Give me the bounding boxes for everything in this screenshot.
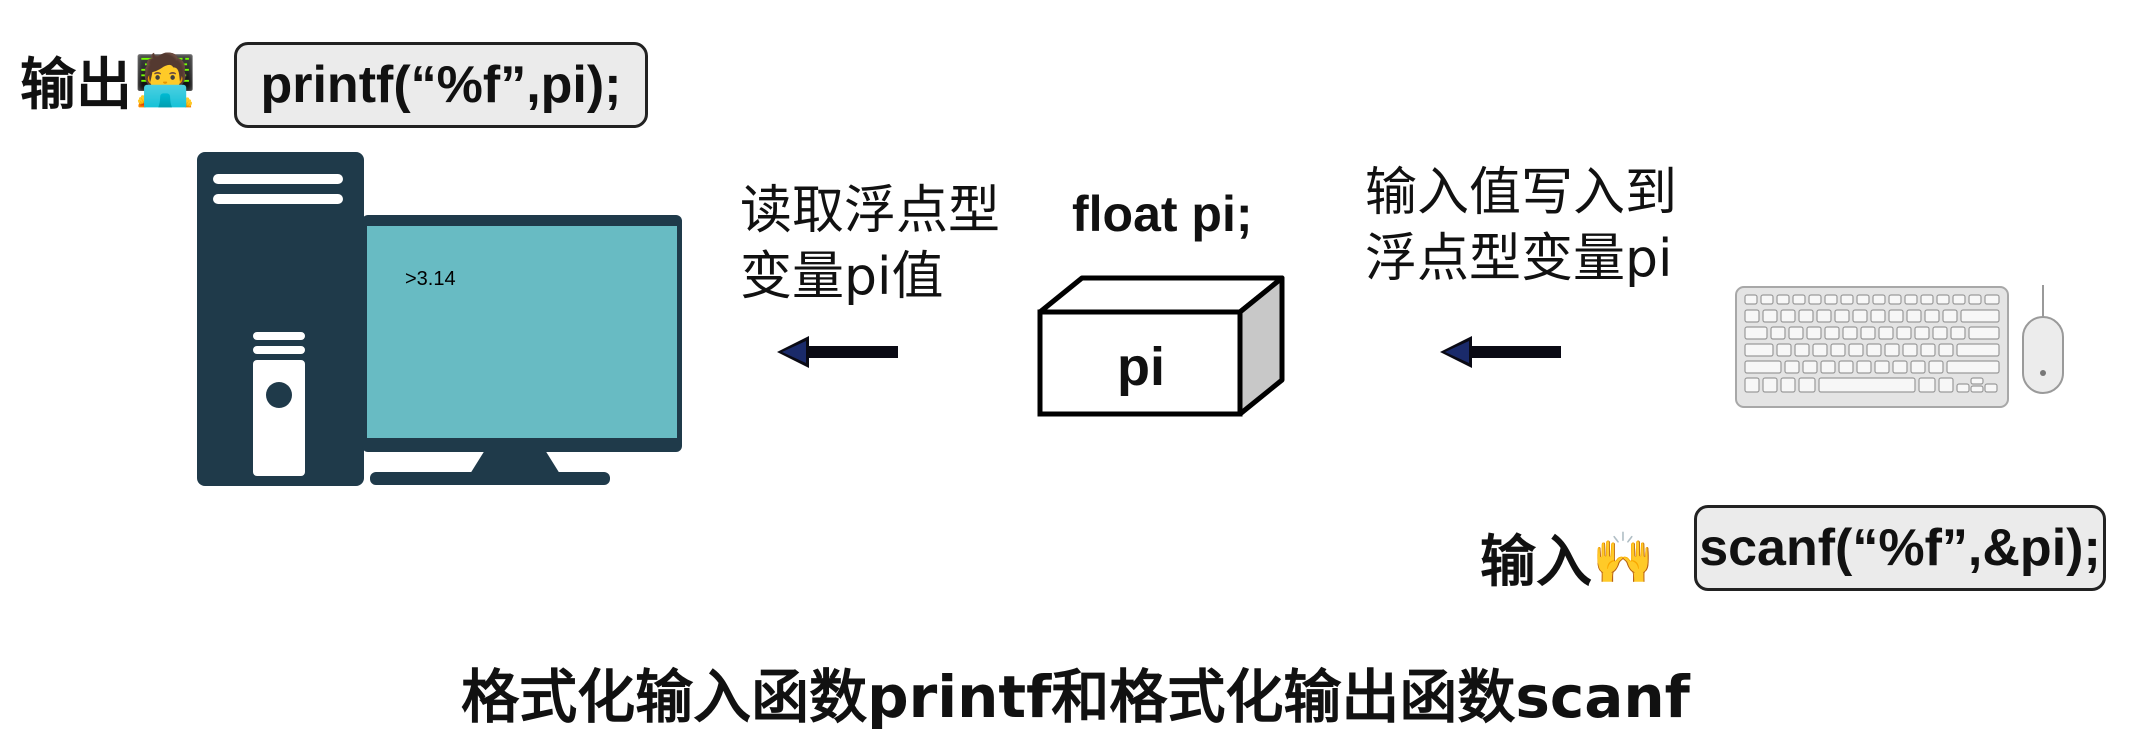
box-label: pi [1117, 337, 1165, 397]
write-note: 输入值写入到 浮点型变量pi [1365, 160, 1677, 292]
diagram-title: 格式化输入函数printf和格式化输出函数scanf [461, 663, 1690, 731]
left-arrow-icon-2 [1440, 336, 1561, 368]
input-label: 输入 [1480, 530, 1592, 595]
output-label: 输出 [20, 53, 132, 118]
float-declaration: float pi; [1072, 186, 1253, 242]
desktop-computer-icon [197, 152, 682, 486]
read-note-line-2: 变量pi值 [740, 247, 944, 307]
read-note: 读取浮点型 变量pi值 [740, 178, 1000, 310]
raising-hands-emoji-icon: 🙌 [1592, 529, 1655, 587]
technologist-emoji-icon: 🧑‍💻 [134, 51, 197, 109]
printf-code-box: printf(“%f”,pi); [234, 42, 648, 128]
left-arrow-icon [777, 336, 898, 368]
scanf-code-box: scanf(“%f”,&pi); [1694, 505, 2106, 591]
keyboard-mouse-icon [1735, 285, 2064, 408]
variable-box-icon [1037, 275, 1285, 417]
read-note-line-1: 读取浮点型 [740, 181, 1001, 241]
screen-output-text: >3.14 [405, 268, 456, 290]
write-note-line-2: 浮点型变量pi [1365, 229, 1673, 289]
write-note-line-1: 输入值写入到 [1365, 163, 1678, 223]
